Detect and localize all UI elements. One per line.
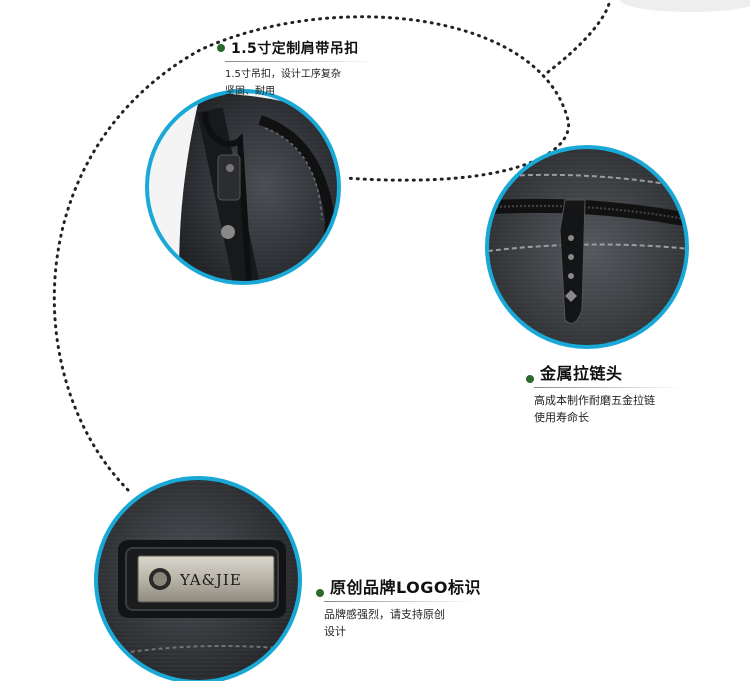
feature-desc-line: 使用寿命长 [534, 411, 589, 424]
zipper-pull-photo [487, 147, 687, 347]
feature-desc-line: 高成本制作耐磨五金拉链 [534, 394, 655, 407]
dotted-arc-top [52, 15, 571, 492]
feature-title: 1.5寸定制肩带吊扣 [231, 41, 359, 57]
logo-plate-brand: YA&JIE [179, 571, 242, 589]
feature-desc-line: 设计 [324, 625, 346, 638]
feature-brand-logo: 原创品牌LOGO标识 品牌感强烈，请支持原创 设计 [316, 574, 481, 640]
divider [225, 61, 375, 62]
feature-desc-line: 坚固、耐用 [225, 86, 275, 97]
feature-desc-line: 品牌感强烈，请支持原创 [324, 608, 445, 621]
feature-description: 1.5寸吊扣，设计工序复杂 坚固、耐用 [225, 66, 375, 100]
feature-description: 品牌感强烈，请支持原创 设计 [324, 606, 474, 640]
feature-title: 原创品牌LOGO标识 [330, 578, 481, 597]
divider [534, 387, 684, 388]
feature-description: 高成本制作耐磨五金拉链 使用寿命长 [534, 392, 684, 426]
feature-desc-line: 1.5寸吊扣，设计工序复杂 [225, 69, 341, 80]
divider [324, 601, 474, 602]
feature-strap-buckle: 1.5寸定制肩带吊扣 1.5寸吊扣，设计工序复杂 坚固、耐用 [217, 38, 375, 100]
bullet-icon [526, 375, 534, 383]
feature-zipper-pull: 金属拉链头 高成本制作耐磨五金拉链 使用寿命长 [526, 360, 684, 426]
strap-buckle-photo [147, 91, 339, 283]
feature-title: 金属拉链头 [540, 364, 623, 383]
bullet-icon [316, 589, 324, 597]
bullet-icon [217, 44, 225, 52]
ring-logo [94, 476, 302, 681]
ring-strap [145, 89, 341, 285]
logo-plate-photo: YA&JIE [96, 478, 300, 681]
dotted-arc-corner [546, 0, 612, 74]
ring-zipper [485, 145, 689, 349]
